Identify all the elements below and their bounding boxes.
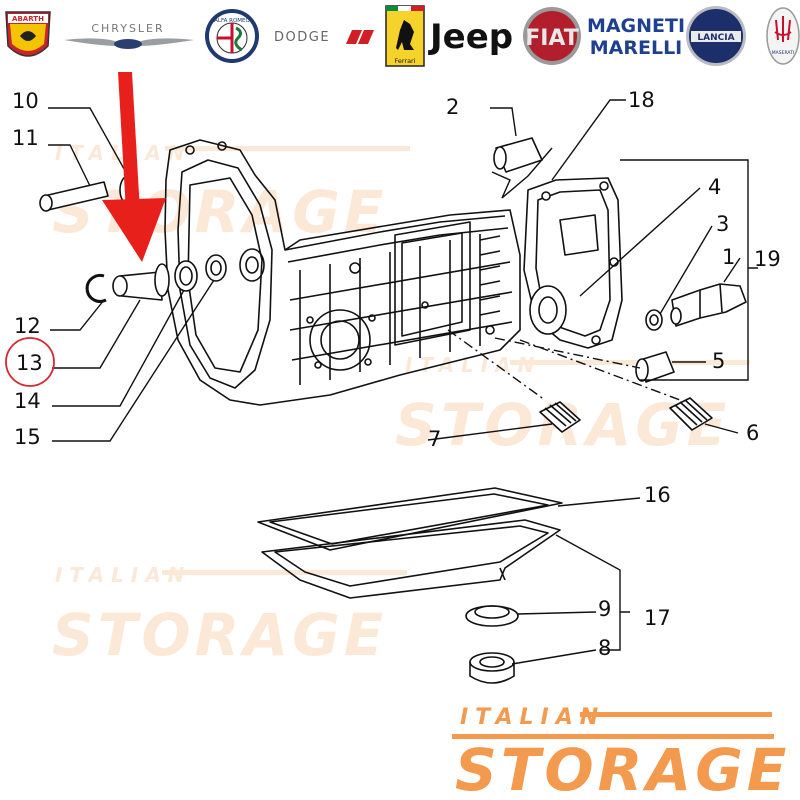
prancing-horse-icon <box>396 20 414 50</box>
trident-icon <box>774 16 792 42</box>
callout-7: 7 <box>428 427 441 451</box>
callout-12: 12 <box>14 314 41 338</box>
seal-ring-part-9 <box>465 605 519 627</box>
callout-15: 15 <box>14 425 41 449</box>
scorpion-icon <box>20 31 36 41</box>
seal-ring-part-4 <box>529 285 567 335</box>
fiat-logo: FIAT <box>523 7 581 65</box>
sleeve-part-11 <box>39 181 109 212</box>
callout-3: 3 <box>716 212 729 236</box>
watermark-brand-logo: ITALIAN STORAGE <box>452 705 790 800</box>
plug-part-5 <box>635 351 675 383</box>
bearing-part-14 <box>174 260 198 292</box>
brand-logo-line1: ITALIAN <box>460 705 605 730</box>
red-arrow-icon <box>102 72 166 262</box>
callout-10: 10 <box>12 89 39 113</box>
bushing-part-2 <box>493 137 543 173</box>
magneti-label: MAGNETI <box>587 15 685 37</box>
gasket-part-16 <box>257 487 563 551</box>
callout-1: 1 <box>722 245 735 269</box>
washer-part-3 <box>645 309 663 331</box>
callout-14: 14 <box>14 389 41 413</box>
drain-plug-part-8 <box>469 652 515 684</box>
lancia-logo: LANCIA <box>686 6 746 66</box>
plug-part-7 <box>539 401 581 433</box>
callout-13: 13 <box>16 351 43 375</box>
callout-17: 17 <box>644 606 671 630</box>
callout-16: 16 <box>644 483 671 507</box>
maserati-label: MASERATI <box>772 50 794 56</box>
marelli-label: MARELLI <box>590 37 683 59</box>
oil-pan-assembly <box>257 487 563 684</box>
oil-pan-part-17 <box>261 519 561 599</box>
watermark-left-line2: STORAGE <box>52 601 387 669</box>
brand-strip: ABARTH CHRYSLER ALFA ROMEO DODGE <box>5 5 800 67</box>
magneti-marelli-logo: MAGNETI MARELLI <box>587 15 685 59</box>
watermark-lower-left: ITALIAN STORAGE <box>52 563 407 669</box>
jeep-logo: Jeep <box>428 17 513 57</box>
maserati-logo: MASERATI <box>766 7 800 65</box>
alfa-romeo-label: ALFA ROMEO <box>214 18 250 24</box>
ferrari-logo: Ferrari <box>385 5 425 67</box>
ferrari-label: Ferrari <box>394 57 415 65</box>
callout-labels: 10 11 12 13 14 15 2 18 4 3 1 19 5 6 7 16… <box>12 88 781 660</box>
lancia-label: LANCIA <box>697 33 734 43</box>
chrysler-logo: CHRYSLER <box>64 22 194 49</box>
alfa-romeo-logo: ALFA ROMEO <box>205 9 259 63</box>
fiat-label: FIAT <box>525 26 579 51</box>
circlip-part-12 <box>85 273 107 303</box>
brand-logo-line2: STORAGE <box>455 736 790 800</box>
leader-lines <box>48 99 758 665</box>
dodge-label: DODGE <box>274 30 330 45</box>
callout-9: 9 <box>598 597 611 621</box>
callout-19: 19 <box>754 247 781 271</box>
dodge-stripes-icon <box>346 30 374 44</box>
chrysler-label: CHRYSLER <box>91 22 164 35</box>
callout-6: 6 <box>746 421 759 445</box>
shaft-part-13 <box>112 263 170 301</box>
plug-part-6 <box>669 397 713 431</box>
callout-18: 18 <box>628 88 655 112</box>
dodge-logo: DODGE <box>274 30 374 45</box>
abarth-logo: ABARTH <box>5 11 51 57</box>
seal-part-15 <box>205 254 227 282</box>
callout-2: 2 <box>446 95 459 119</box>
switch-part-1 <box>670 283 747 327</box>
highlight-circle-part-13 <box>5 337 55 387</box>
callout-4: 4 <box>708 175 721 199</box>
abarth-label: ABARTH <box>12 15 44 23</box>
callout-8: 8 <box>598 636 611 660</box>
watermark-left-line1: ITALIAN <box>55 563 191 587</box>
callout-11: 11 <box>12 126 39 150</box>
gearbox-housing <box>164 139 521 406</box>
callout-5: 5 <box>712 349 725 373</box>
biscione-icon <box>234 26 243 52</box>
small-parts <box>39 137 747 433</box>
